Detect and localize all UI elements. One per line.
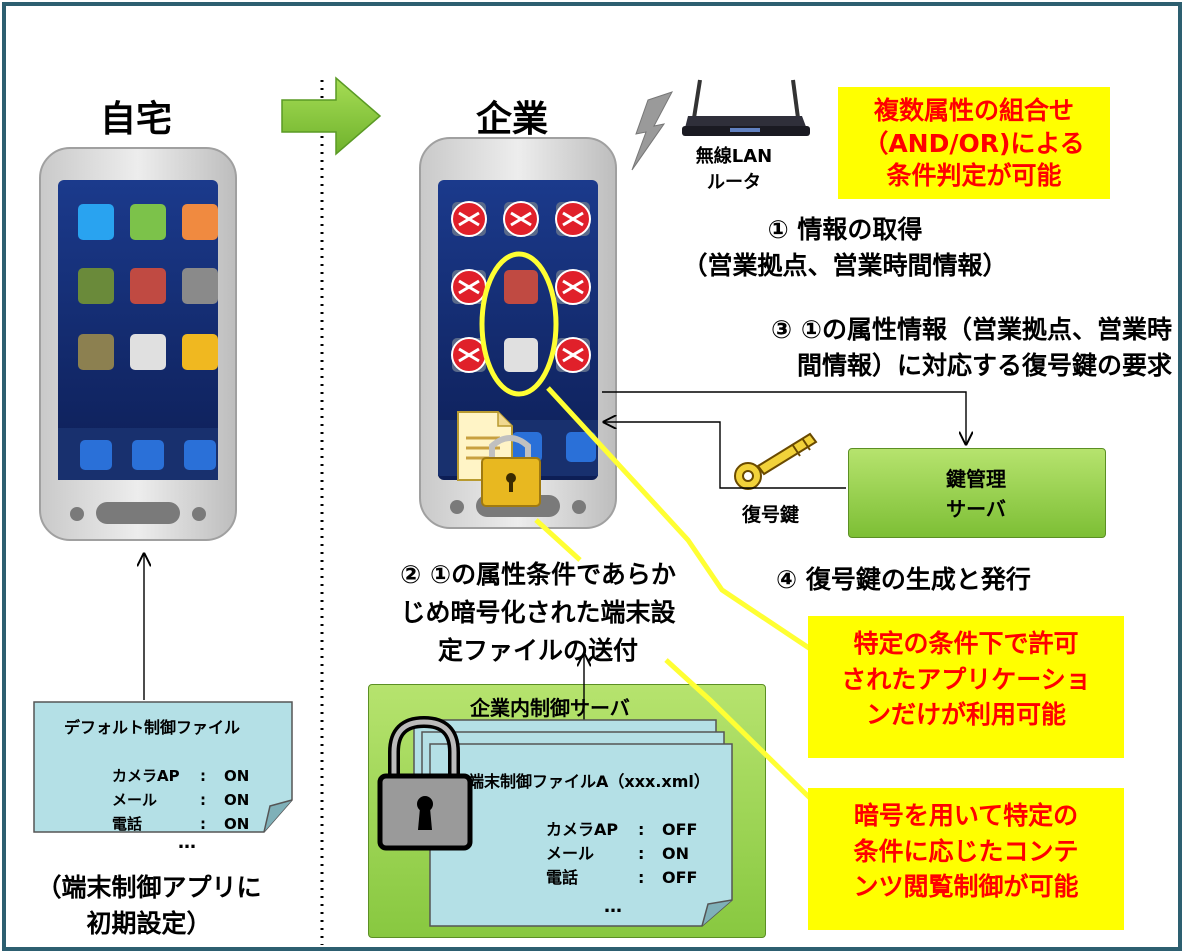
blocked-app-icon bbox=[555, 269, 591, 305]
home-phone bbox=[39, 147, 237, 541]
key-server-box bbox=[848, 448, 1106, 538]
blocked-app-icon bbox=[451, 269, 487, 305]
pointer-line-1 bbox=[546, 386, 814, 653]
decryption-key-label: 復号鍵 bbox=[742, 504, 800, 526]
enterprise-file-ellipsis: … bbox=[604, 896, 622, 917]
app-icon bbox=[130, 204, 166, 240]
step4-label: ④ 復号鍵の生成と発行 bbox=[776, 565, 1031, 594]
key-return-line bbox=[604, 422, 846, 489]
default-file-row: 電話 : ON bbox=[112, 815, 250, 833]
default-file-row: カメラAP : ON bbox=[112, 767, 250, 785]
app-icon bbox=[78, 268, 114, 304]
app-icon bbox=[182, 334, 218, 370]
selection-ellipse bbox=[479, 251, 559, 397]
note-top: 複数属性の組合せ （AND/OR)による 条件判定が可能 bbox=[838, 87, 1110, 199]
blocked-app-icon bbox=[555, 337, 591, 373]
dock-icon bbox=[566, 432, 596, 462]
step3-label: ③ ①の属性情報（営業拠点、営業時 間情報）に対応する復号鍵の要求 bbox=[770, 315, 1172, 380]
note-mid: 特定の条件下で許可 されたアプリケーショ ンだけが利用可能 bbox=[808, 616, 1124, 758]
app-icon bbox=[78, 334, 114, 370]
home-title: 自宅 bbox=[100, 99, 173, 140]
dock-icon bbox=[184, 440, 216, 470]
enterprise-file-title: 端末制御ファイルA（xxx.xml） bbox=[468, 772, 710, 791]
app-icon-allowed bbox=[504, 338, 538, 372]
wireless-bolt-icon bbox=[631, 91, 674, 171]
app-icon bbox=[182, 268, 218, 304]
dock-icon bbox=[132, 440, 164, 470]
transition-arrow bbox=[281, 76, 382, 156]
key-server-label: 鍵管理 サーバ bbox=[946, 467, 1006, 521]
company-title: 企業 bbox=[476, 99, 549, 140]
router-label: 無線LAN ルータ bbox=[695, 146, 773, 193]
dock-icon bbox=[80, 440, 112, 470]
encrypted-file-icon bbox=[457, 411, 541, 507]
note-bottom: 暗号を用いて特定の 条件に応じたコンテ ンツ閲覧制御が可能 bbox=[808, 788, 1124, 930]
enterprise-file-rows: カメラAP : OFF メール : ON 電話 : OFF bbox=[546, 818, 697, 890]
default-file-ellipsis: … bbox=[178, 832, 196, 853]
step2-label: ② ①の属性条件であらか じめ暗号化された端末設 定ファイルの送付 bbox=[400, 560, 676, 665]
default-file-rows: カメラAP : ON メール : ON 電話 : ON bbox=[112, 764, 249, 836]
enterprise-file-row: メール : ON bbox=[546, 844, 689, 863]
enterprise-file-row: 電話 : OFF bbox=[546, 868, 698, 887]
key-icon bbox=[734, 432, 818, 490]
default-file-row: メール : ON bbox=[112, 791, 250, 809]
app-icon-allowed bbox=[504, 270, 538, 304]
app-icon bbox=[130, 334, 166, 370]
enterprise-file-row: カメラAP : OFF bbox=[546, 820, 698, 839]
blocked-app-icon bbox=[451, 201, 487, 237]
blocked-app-icon bbox=[555, 201, 591, 237]
app-icon bbox=[130, 268, 166, 304]
blocked-app-icon bbox=[503, 201, 539, 237]
padlock-icon bbox=[377, 715, 473, 851]
app-icon bbox=[78, 204, 114, 240]
app-icon bbox=[182, 204, 218, 240]
default-caption: （端末制御アプリに 初期設定） bbox=[36, 873, 262, 938]
default-file-title: デフォルト制御ファイル bbox=[64, 718, 241, 737]
request-line bbox=[602, 391, 966, 444]
pointer-line-2 bbox=[534, 518, 582, 562]
step1-label: ① 情報の取得 （営業拠点、営業時間情報） bbox=[682, 215, 1008, 280]
pointer-line-3 bbox=[664, 658, 814, 802]
router-icon bbox=[682, 79, 810, 136]
enterprise-server-title: 企業内制御サーバ bbox=[470, 696, 630, 720]
